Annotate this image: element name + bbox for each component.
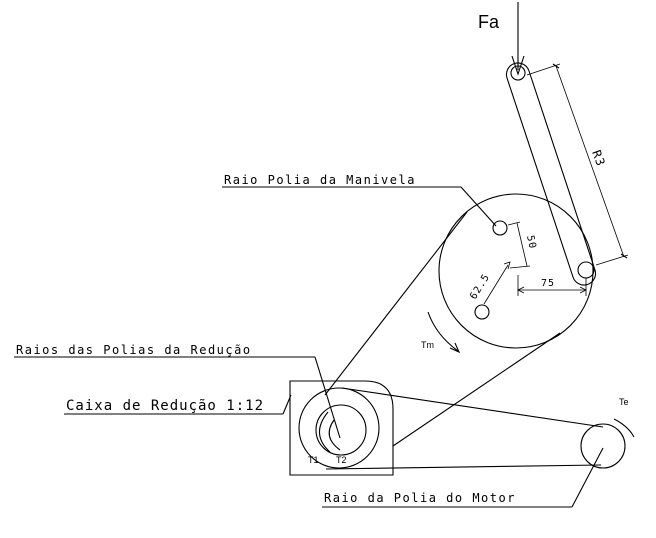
force-arrow xyxy=(511,2,525,76)
belt-crank-left xyxy=(324,211,468,396)
r3-dimension xyxy=(526,63,629,266)
reduction-box-label: Caixa de Redução 1:12 xyxy=(66,398,264,414)
reduction-pulley-large xyxy=(298,387,380,469)
te-label: Te xyxy=(619,397,629,407)
crank-pulley xyxy=(438,193,594,349)
dim-62-5-label: 62.5 xyxy=(468,272,492,302)
te-arrow xyxy=(613,418,635,438)
belt-motor-top xyxy=(341,387,604,428)
belt-motor-bottom xyxy=(325,464,602,470)
t1-arrow xyxy=(318,411,331,453)
reduction-pulley-small xyxy=(315,404,367,456)
motor-pulley-radius-label: Raio da Polia do Motor xyxy=(324,491,516,505)
tm-label: Tm xyxy=(421,340,434,350)
tm-arrow xyxy=(427,311,459,352)
r3-label: R3 xyxy=(589,148,608,168)
dim-75 xyxy=(517,275,587,296)
crank-pin-upper xyxy=(492,220,508,236)
crank-pin-lower xyxy=(474,304,490,320)
dim-62-5 xyxy=(483,261,511,305)
reduction-pulleys-radii-label: Raios das Polias da Redução xyxy=(16,343,252,357)
dim-75-label: 75 xyxy=(541,278,555,289)
belt-crank-right xyxy=(392,332,561,447)
dim-50-label: 50 xyxy=(524,234,538,250)
reduction-box xyxy=(289,380,394,476)
crank-pulley-radius-label: Raio Polia da Manivela xyxy=(224,173,416,187)
t2-label: T2 xyxy=(336,455,347,465)
force-label: Fa xyxy=(478,12,500,32)
t1-label: T1 xyxy=(308,455,319,465)
dim-50 xyxy=(507,221,531,269)
crank-arm xyxy=(505,62,597,286)
motor-pulley xyxy=(580,423,626,469)
t2-arrow xyxy=(328,419,341,451)
